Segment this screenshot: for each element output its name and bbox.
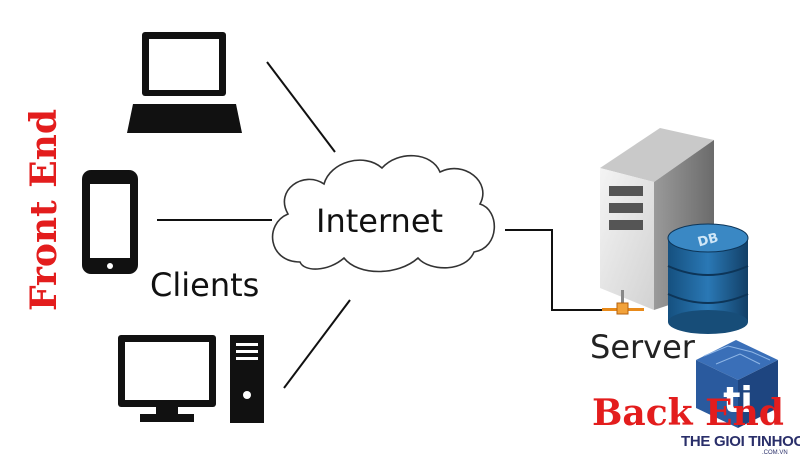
network-connector-icon: [602, 290, 644, 315]
clients-label: Clients: [150, 266, 260, 304]
laptop-icon: [127, 32, 242, 133]
brand-name: THE GIOI TINHOC: [681, 433, 800, 450]
connection-lines: [157, 61, 602, 389]
server-label: Server: [590, 328, 695, 366]
logo-letters: ti: [723, 380, 753, 421]
brand-domain: .COM.VN: [762, 450, 788, 456]
laptop-internet-link: [266, 61, 336, 153]
smartphone-icon: [82, 170, 138, 274]
cloud-icon: [271, 154, 496, 273]
database-icon: DB: [667, 223, 749, 334]
back-end-label: Back End: [592, 392, 784, 434]
brand-logo-icon: ti: [696, 340, 778, 428]
desktop-internet-link: [283, 299, 351, 389]
desktop-computer-icon: [118, 335, 264, 423]
internet-server-link: [505, 229, 602, 311]
internet-label: Internet: [316, 202, 444, 240]
db-label: DB: [696, 231, 720, 251]
front-end-label: Front End: [23, 108, 65, 312]
